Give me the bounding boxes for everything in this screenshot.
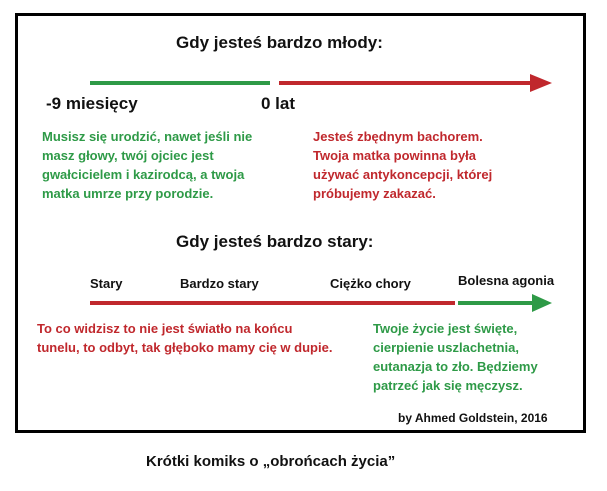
old-green-line	[458, 301, 536, 305]
young-title: Gdy jesteś bardzo młody:	[176, 33, 383, 52]
young-red-text: Jesteś zbędnym bachorem. Twoja matka pow…	[313, 129, 493, 201]
old-red-line	[90, 301, 455, 305]
signature: by Ahmed Goldstein, 2016	[398, 411, 548, 425]
young-green-text: Musisz się urodzić, nawet jeśli nie masz…	[42, 129, 253, 201]
caption: Krótki komiks o „obrońcach życia”	[146, 453, 396, 470]
young-label-mid: 0 lat	[261, 94, 296, 113]
old-label-bolesna-agonia: Bolesna agonia	[458, 273, 555, 288]
young-label-left: -9 miesięcy	[46, 94, 138, 113]
old-green-text: Twoje życie jest święte, cierpienie uszl…	[373, 321, 538, 393]
old-label-ciezko-chory: Ciężko chory	[330, 276, 411, 291]
old-arrow-head-icon	[532, 294, 552, 312]
old-red-text: To co widzisz to nie jest światło na koń…	[37, 321, 333, 355]
young-red-line	[279, 81, 535, 85]
old-title: Gdy jesteś bardzo stary:	[176, 232, 374, 251]
young-arrow-head-icon	[530, 74, 552, 92]
old-label-stary: Stary	[90, 276, 123, 291]
young-green-line	[90, 81, 270, 85]
old-label-bardzo-stary: Bardzo stary	[180, 276, 259, 291]
